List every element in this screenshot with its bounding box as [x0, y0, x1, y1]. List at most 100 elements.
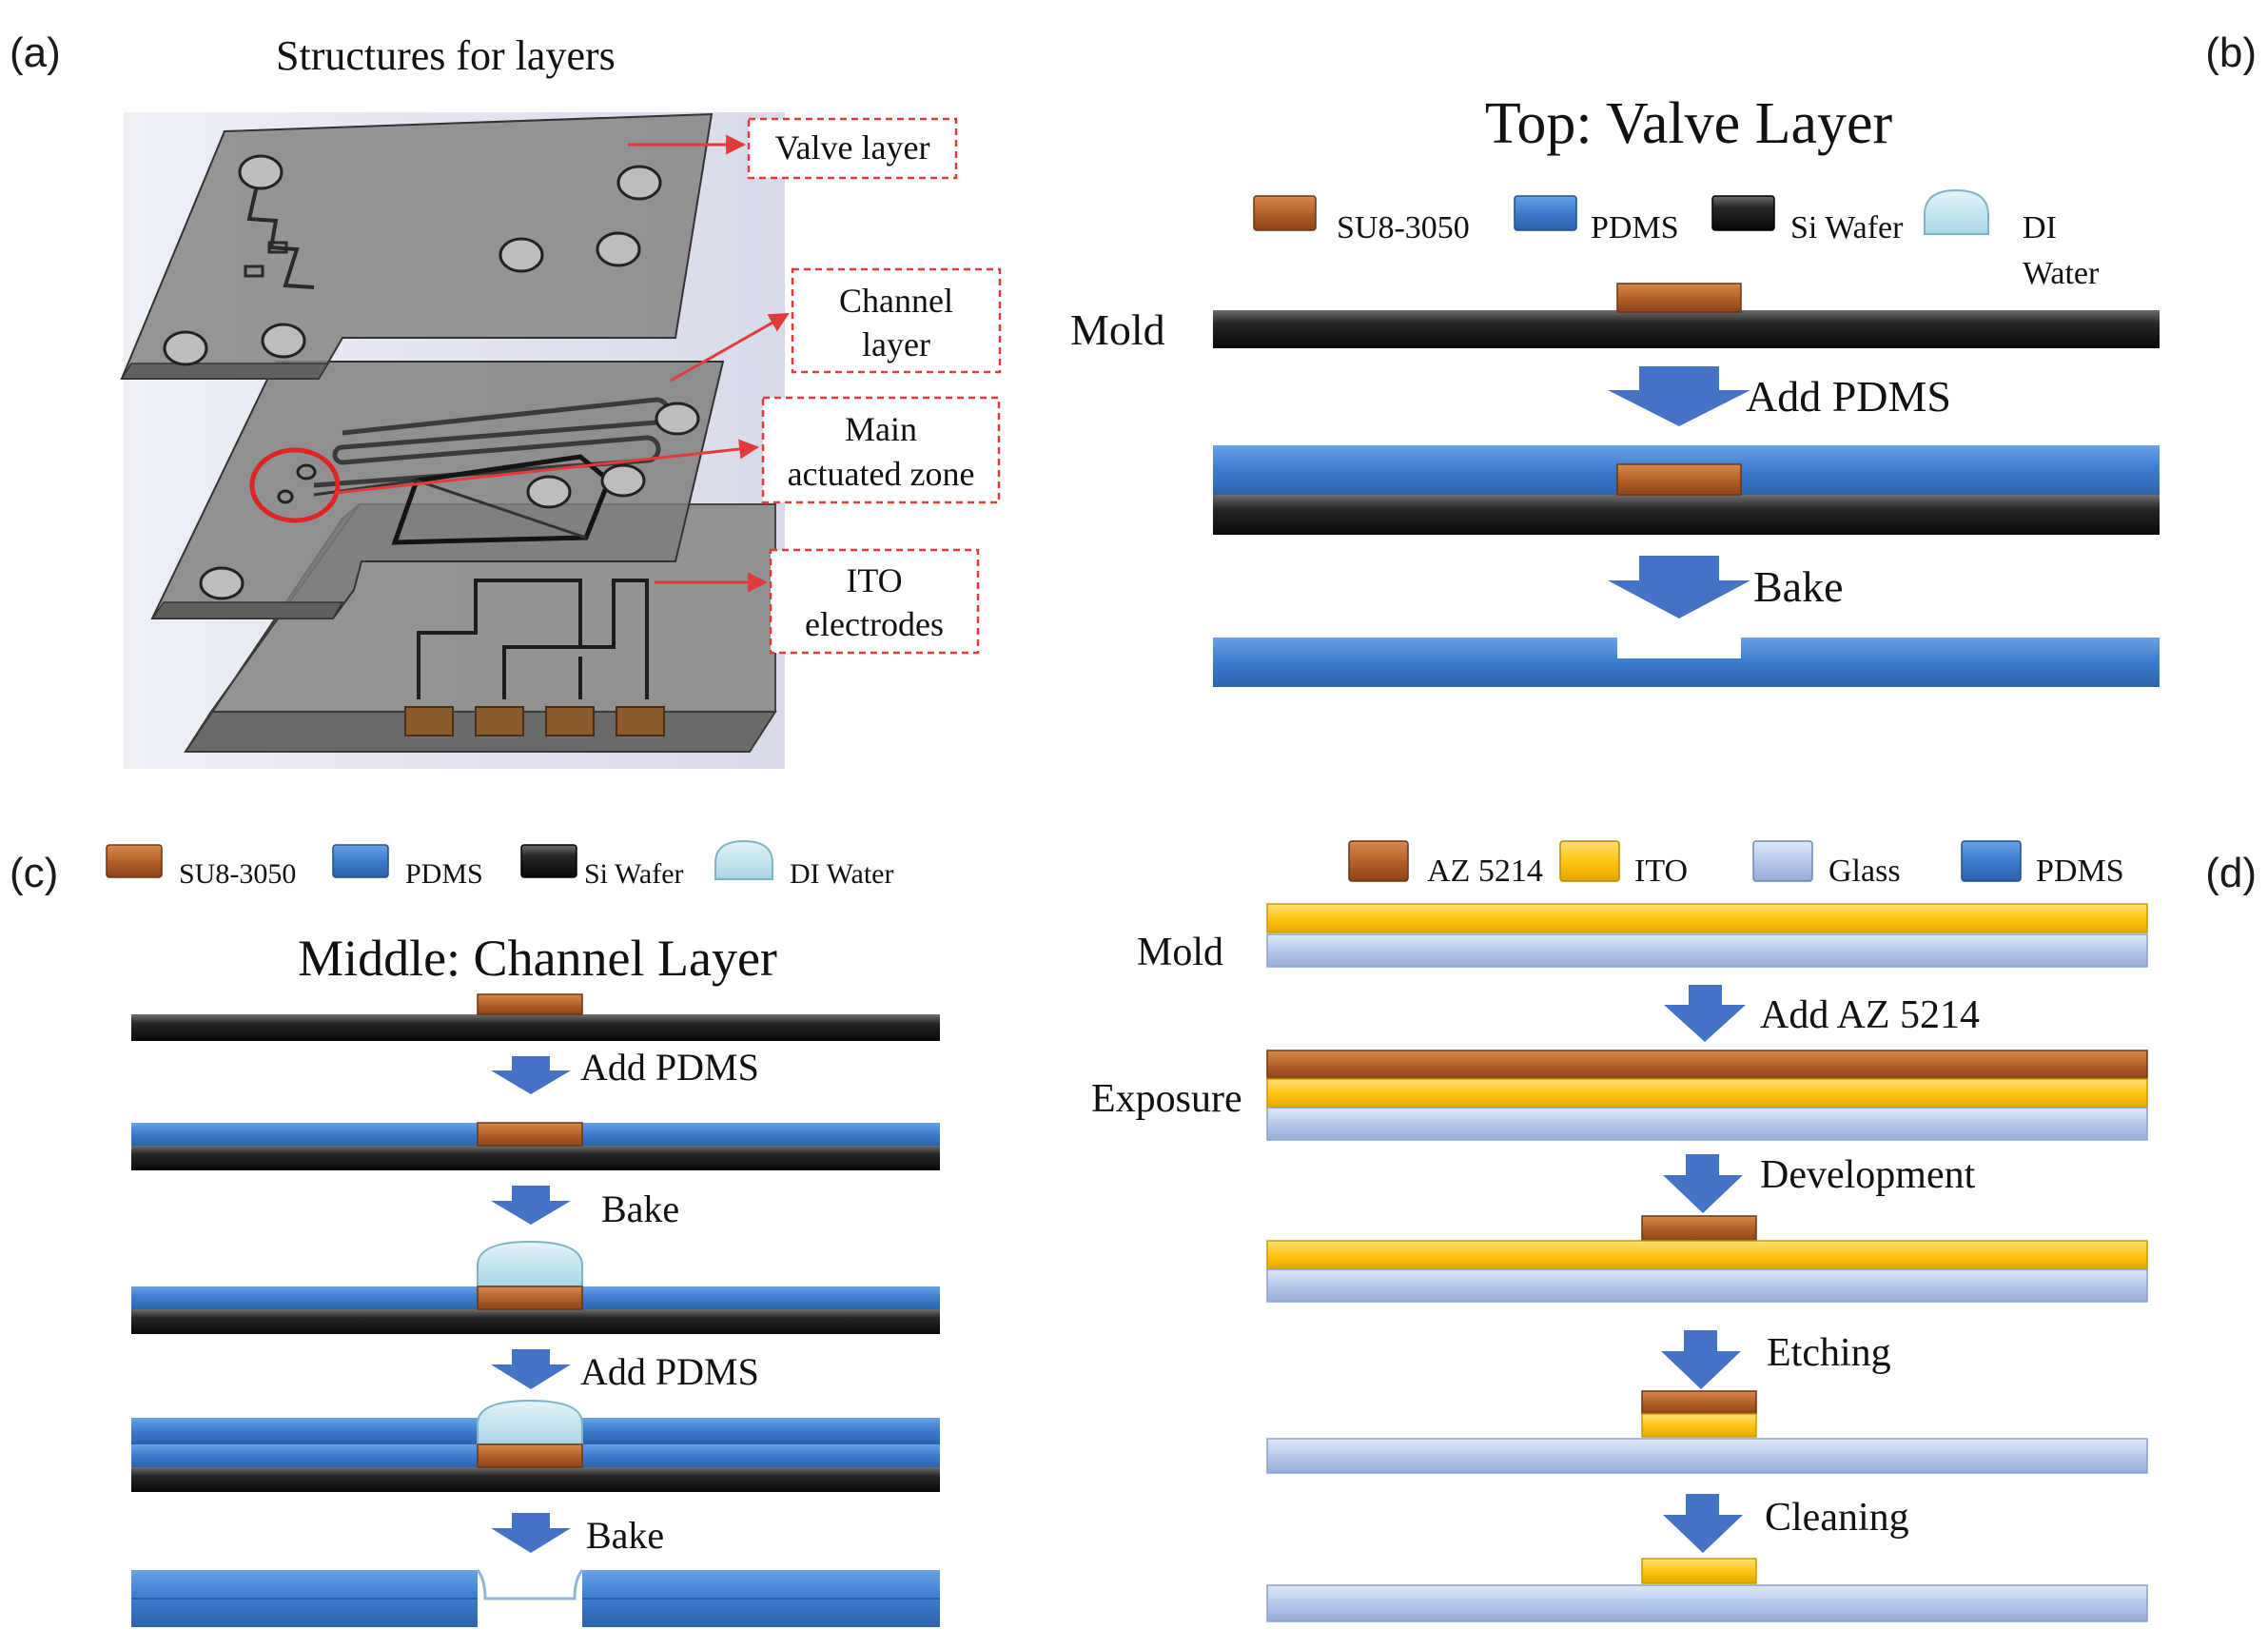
si-wafer: [131, 1467, 940, 1492]
su8-feature: [477, 1122, 583, 1147]
panel-b-title: Top: Valve Layer: [1485, 91, 1893, 156]
legend-swatch-ito: [1559, 840, 1620, 882]
svg-text:Main: Main: [845, 410, 917, 448]
port-hole: [199, 566, 244, 600]
electrode-pad-1: [404, 706, 454, 736]
panel-d-legend: AZ 5214 ITO Glass PDMS: [1348, 840, 2124, 889]
port-hole: [600, 463, 646, 498]
su8-feature: [477, 993, 583, 1015]
callout-ito-electrodes: [769, 548, 980, 655]
ito-electrode: [1641, 1558, 1757, 1584]
legend-swatch-glass: [1752, 840, 1813, 882]
su8-feature: [1616, 463, 1742, 496]
electrode-pad-3: [545, 706, 595, 736]
step-bake-2: Bake: [586, 1514, 664, 1557]
si-wafer: [131, 1309, 940, 1334]
svg-text:ITO: ITO: [1634, 854, 1688, 889]
step-bake: Bake: [1753, 562, 1844, 611]
legend-swatch-su8: [106, 844, 163, 878]
panel-b: (b) Top: Valve Layer SU8-3050 PDMS Si Wa…: [1070, 29, 2257, 687]
process-arrow: [491, 1349, 571, 1389]
si-wafer: [1213, 495, 2160, 535]
actuated-chamber: [391, 454, 612, 545]
panel-c-legend: SU8-3050 PDMS Si Wafer DI Water: [106, 839, 893, 890]
callout-main-actuated-zone: [761, 396, 1001, 504]
glass-substrate: [1266, 1438, 2148, 1474]
svg-text:DI: DI: [2023, 210, 2057, 245]
panel-d: (d) AZ 5214 ITO Glass PDMS Mold Add AZ 5…: [1091, 840, 2257, 1622]
svg-text:Glass: Glass: [1828, 854, 1901, 889]
port-hole: [261, 323, 306, 359]
glass-substrate: [1266, 1268, 2148, 1303]
legend-swatch-pdms: [332, 844, 389, 878]
di-water-droplet: [477, 1240, 583, 1287]
port-hole: [596, 231, 641, 267]
svg-text:Water: Water: [2023, 256, 2100, 291]
channel-cavity: [476, 1569, 584, 1600]
callouts: Valve layer Channel layer Main actuated …: [334, 117, 1002, 655]
valve-trace: [246, 185, 315, 289]
electrode-traces: [417, 579, 649, 699]
legend-swatch-pdms: [1514, 195, 1577, 231]
legend-swatch-su8: [1253, 195, 1317, 231]
svg-text:Si Wafer: Si Wafer: [584, 858, 684, 890]
si-wafer: [131, 1146, 940, 1170]
legend-swatch-si: [1711, 195, 1775, 231]
svg-text:PDMS: PDMS: [2036, 854, 2124, 889]
svg-text:ITO: ITO: [846, 561, 902, 599]
channel-layer: [150, 361, 725, 619]
ito-layer: [1266, 903, 2148, 933]
exposure-label: Exposure: [1091, 1077, 1242, 1121]
process-arrow: [1608, 366, 1750, 426]
port-hole: [616, 165, 662, 201]
svg-text:SU8-3050: SU8-3050: [1337, 210, 1470, 245]
port-hole: [238, 154, 284, 190]
az5214-layer: [1266, 1050, 2148, 1080]
ito-layer: [1266, 1078, 2148, 1109]
port-hole: [499, 237, 544, 273]
svg-text:DI Water: DI Water: [790, 858, 893, 890]
legend-swatch-az5214: [1348, 840, 1409, 882]
electrode-pad-2: [475, 706, 524, 736]
svg-text:Si Wafer: Si Wafer: [1790, 210, 1904, 245]
panel-c-title: Middle: Channel Layer: [298, 930, 777, 987]
glass-substrate: [1266, 933, 2148, 968]
az5214-pattern: [1641, 1215, 1757, 1242]
az5214-pattern: [1641, 1390, 1757, 1415]
port-hole: [163, 330, 208, 366]
svg-text:PDMS: PDMS: [405, 858, 483, 890]
svg-text:PDMS: PDMS: [1591, 210, 1679, 245]
valve-layer: [120, 112, 714, 380]
process-arrow: [491, 1056, 571, 1094]
ito-layer: [1266, 1240, 2148, 1270]
port-hole: [655, 402, 700, 436]
mold-label: Mold: [1137, 931, 1223, 974]
step-etching: Etching: [1767, 1331, 1891, 1375]
svg-text:AZ 5214: AZ 5214: [1427, 854, 1543, 889]
step-add-pdms-2: Add PDMS: [580, 1350, 759, 1393]
svg-text:SU8-3050: SU8-3050: [179, 858, 296, 890]
mold-label: Mold: [1070, 305, 1165, 354]
su8-feature: [1616, 283, 1742, 313]
svg-text:Valve layer: Valve layer: [775, 128, 930, 167]
pdms-valve-layer: [1213, 638, 2160, 687]
panel-b-label: (b): [2205, 29, 2257, 76]
svg-text:actuated zone: actuated zone: [788, 455, 975, 493]
step-add-az5214: Add AZ 5214: [1760, 993, 1980, 1037]
di-water-droplet: [477, 1399, 583, 1445]
panel-c-label: (c): [10, 850, 58, 896]
step-development: Development: [1760, 1153, 1976, 1197]
su8-feature: [477, 1443, 583, 1468]
legend-swatch-di-water: [1924, 188, 1989, 235]
process-arrow: [1661, 1330, 1741, 1389]
step-bake-1: Bake: [601, 1188, 679, 1230]
port-hole: [526, 475, 572, 509]
process-arrow: [491, 1186, 571, 1225]
step-add-pdms: Add PDMS: [1746, 372, 1951, 421]
su8-feature: [477, 1286, 583, 1310]
process-arrow: [1663, 1494, 1743, 1553]
zone-highlight-circle: [249, 447, 341, 523]
si-wafer: [131, 1014, 940, 1041]
step-add-pdms-1: Add PDMS: [580, 1046, 759, 1089]
